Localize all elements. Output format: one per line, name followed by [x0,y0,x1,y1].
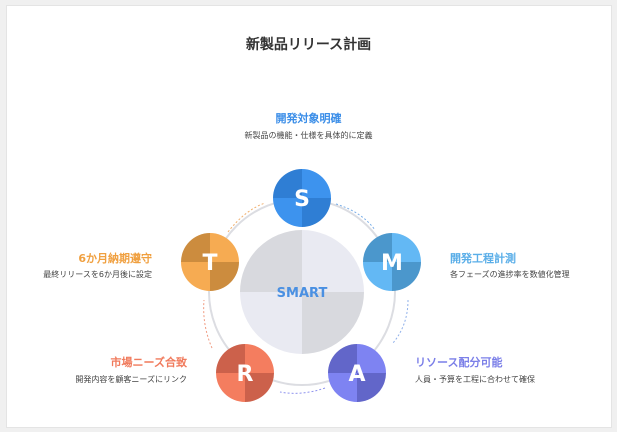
node-quadrant [216,344,245,373]
center-circle [240,230,364,354]
node-quadrant [363,262,392,291]
node-quadrant [210,233,239,262]
node-quadrant [328,373,357,402]
node-letter: T [202,251,217,276]
label-r-desc: 開発内容を顧客ニーズにリンク [75,375,187,384]
node-s: S [273,169,331,227]
node-quadrant [245,344,274,373]
node-t: T [181,233,239,291]
node-a: A [328,344,386,402]
node-quadrant [363,233,392,262]
flow-arrows [203,202,409,394]
node-quadrant [392,233,421,262]
label-r-title: 市場ニーズ合致 [110,356,187,369]
node-quadrant [181,233,210,262]
node-quadrant [302,198,331,227]
label-m-desc: 各フェーズの進捗率を数値化管理 [450,270,570,279]
node-quadrant [210,262,239,291]
node-quadrant [392,262,421,291]
label-a-title: リソース配分可能 [415,356,503,369]
node-letter: R [237,362,254,387]
label-s-title: 開発対象明確 [275,112,342,125]
node-quadrant [245,373,274,402]
label-a-desc: 人員・予算を工程に合わせて確保 [415,375,535,384]
node-quadrant [357,344,386,373]
node-quadrant [181,262,210,291]
node-letter: S [294,187,310,212]
node-quadrant [328,344,357,373]
node-letter: A [348,362,365,387]
center-label: SMART [277,286,328,301]
label-t-desc: 最終リリースを6か月後に設定 [43,270,152,279]
label-t-title: 6か月納期遵守 [78,252,152,265]
node-quadrant [216,373,245,402]
node-letter: M [381,251,403,276]
label-s-desc: 新製品の機能・仕様を具体的に定義 [244,131,373,140]
page-title: 新製品リリース計画 [245,37,372,53]
node-quadrant [273,169,302,198]
node-quadrant [273,198,302,227]
node-r: R [216,344,274,402]
node-quadrant [302,169,331,198]
node-m: M [363,233,421,291]
node-quadrant [357,373,386,402]
label-m-title: 開発工程計測 [450,252,516,265]
